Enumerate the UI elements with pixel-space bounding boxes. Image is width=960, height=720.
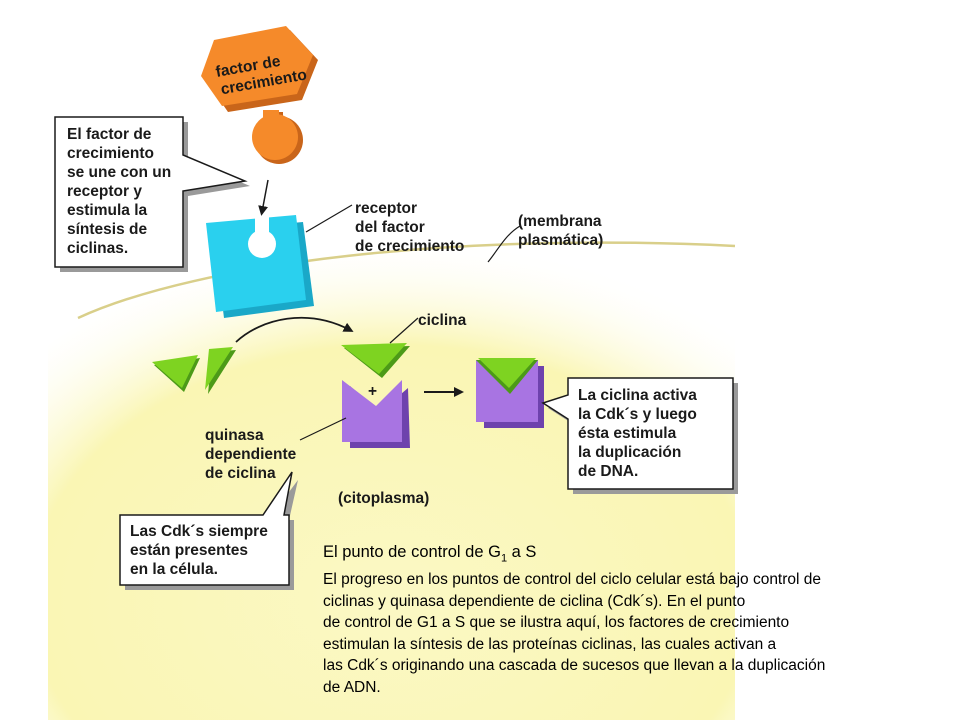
cyclin-fragments-icon bbox=[152, 347, 236, 394]
plus-sign: + bbox=[368, 383, 377, 400]
kinase-label: quinasa dependiente de ciclina bbox=[205, 427, 301, 482]
caption-line: de ADN. bbox=[323, 678, 381, 696]
caption-line: ciclinas y quinasa dependiente de ciclin… bbox=[323, 592, 746, 610]
kinase-pointer bbox=[299, 417, 347, 441]
callout-active-cyclin: La ciclina activa la Cdk´s y luego ésta … bbox=[541, 377, 738, 494]
kinase-icon bbox=[342, 380, 410, 448]
callout-growth-factor: El factor de crecimiento se une con un r… bbox=[54, 116, 250, 272]
callout-active-cyclin-text: La ciclina activa la Cdk´s y luego ésta … bbox=[578, 387, 701, 480]
active-complex-icon bbox=[476, 358, 544, 428]
caption-line: estimulan la síntesis de las proteínas c… bbox=[323, 635, 777, 653]
caption-line: de control de G1 a S que se ilustra aquí… bbox=[323, 614, 790, 632]
caption: El punto de control de G1 a S El progres… bbox=[323, 541, 953, 698]
cytoplasm-label: (citoplasma) bbox=[338, 490, 429, 507]
receptor-icon bbox=[206, 215, 314, 318]
caption-body: El progreso en los puntos de control del… bbox=[323, 569, 953, 698]
receptor-label: receptor del factor de crecimiento bbox=[355, 200, 464, 255]
callout-cdk-present-text: Las Cdk´s siempre están presentes en la … bbox=[130, 523, 272, 578]
membrane-pointer bbox=[487, 225, 521, 263]
synthesis-arrow bbox=[235, 316, 354, 343]
callout-growth-factor-text: El factor de crecimiento se une con un r… bbox=[67, 126, 176, 257]
receptor-pointer bbox=[305, 204, 353, 233]
growth-factor-icon bbox=[201, 26, 318, 164]
callout-cdk-present: Las Cdk´s siempre están presentes en la … bbox=[119, 471, 298, 590]
binding-arrow bbox=[258, 179, 269, 216]
cyclin-label: ciclina bbox=[418, 312, 467, 329]
caption-line: El progreso en los puntos de control del… bbox=[323, 571, 822, 589]
caption-title: El punto de control de G1 a S bbox=[323, 543, 537, 565]
membrane-label: (membrana plasmática) bbox=[518, 213, 606, 249]
plasma-membrane bbox=[77, 241, 736, 320]
cyclin-pointer bbox=[389, 317, 419, 344]
caption-line: las Cdk´s originando una cascada de suce… bbox=[323, 657, 826, 675]
